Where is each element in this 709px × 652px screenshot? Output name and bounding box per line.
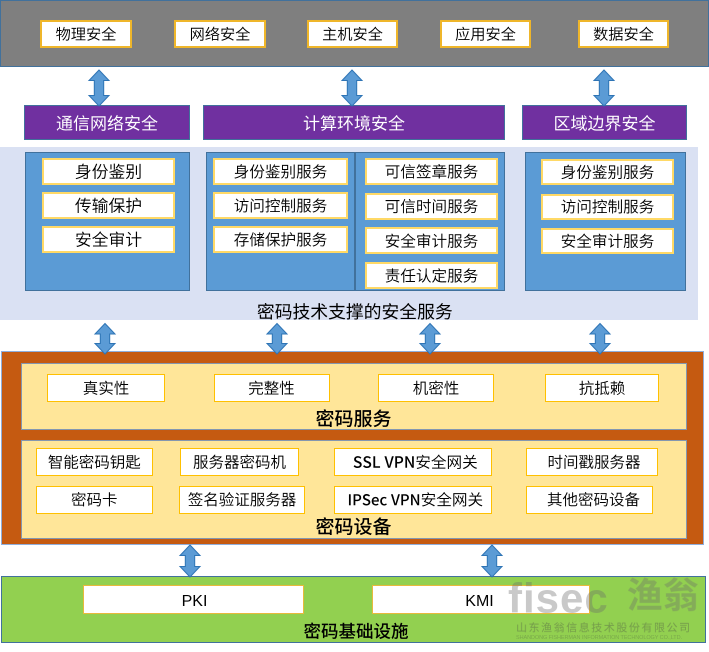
svg-text:SHANDONG FISHERMAN INFORMATION: SHANDONG FISHERMAN INFORMATION TECHNOLOG… — [516, 635, 682, 641]
svg-text:PKI: PKI — [182, 593, 208, 610]
svg-text:fisec: fisec — [508, 575, 609, 622]
svg-text:KMI: KMI — [465, 593, 493, 610]
